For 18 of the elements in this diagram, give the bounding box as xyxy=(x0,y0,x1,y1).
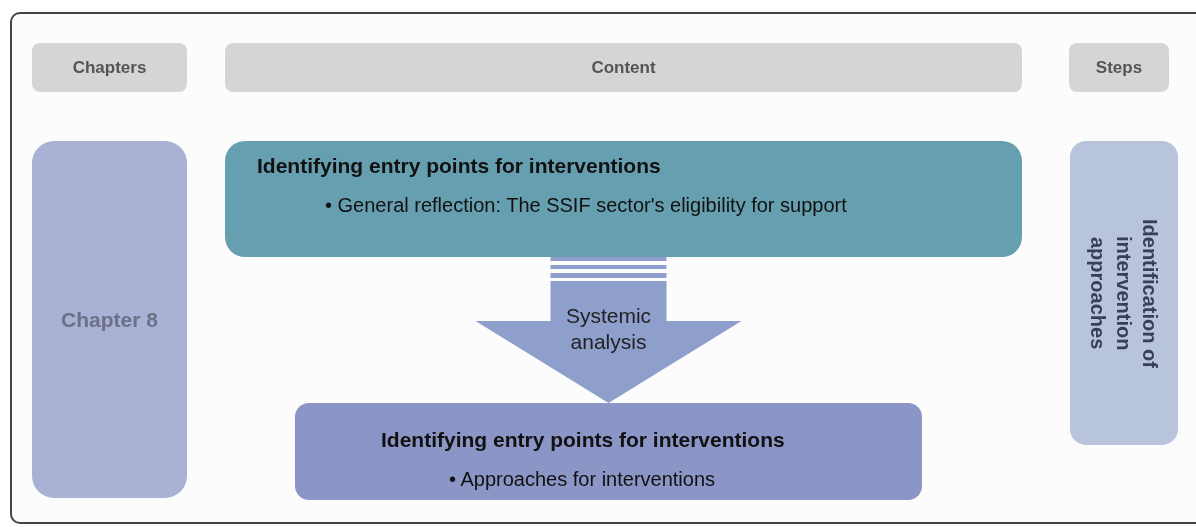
bullet-item: • General reflection: The SSIF sector's eligibility for support xyxy=(324,193,848,217)
content-box xyxy=(225,141,1022,257)
header-label: Steps xyxy=(1095,56,1143,79)
step-box xyxy=(1070,141,1178,445)
step-label: Identification of intervention approaches xyxy=(1086,217,1162,370)
edge-label: Systemic analysis xyxy=(564,303,653,355)
content-box xyxy=(295,403,922,500)
box-heading: Identifying entry points for interventions xyxy=(257,153,662,179)
box-heading: Identifying entry points for interventions xyxy=(381,427,786,453)
header-label: Chapters xyxy=(72,56,147,79)
chapter-label: Chapter 8 xyxy=(61,306,158,333)
column-header xyxy=(1069,43,1169,92)
bullet-item: • Approaches for interventions xyxy=(448,467,717,491)
header-label: Content xyxy=(591,56,656,79)
chapter-box xyxy=(32,141,187,498)
block-arrow xyxy=(475,257,742,403)
column-header xyxy=(32,43,187,92)
column-header xyxy=(225,43,1022,92)
